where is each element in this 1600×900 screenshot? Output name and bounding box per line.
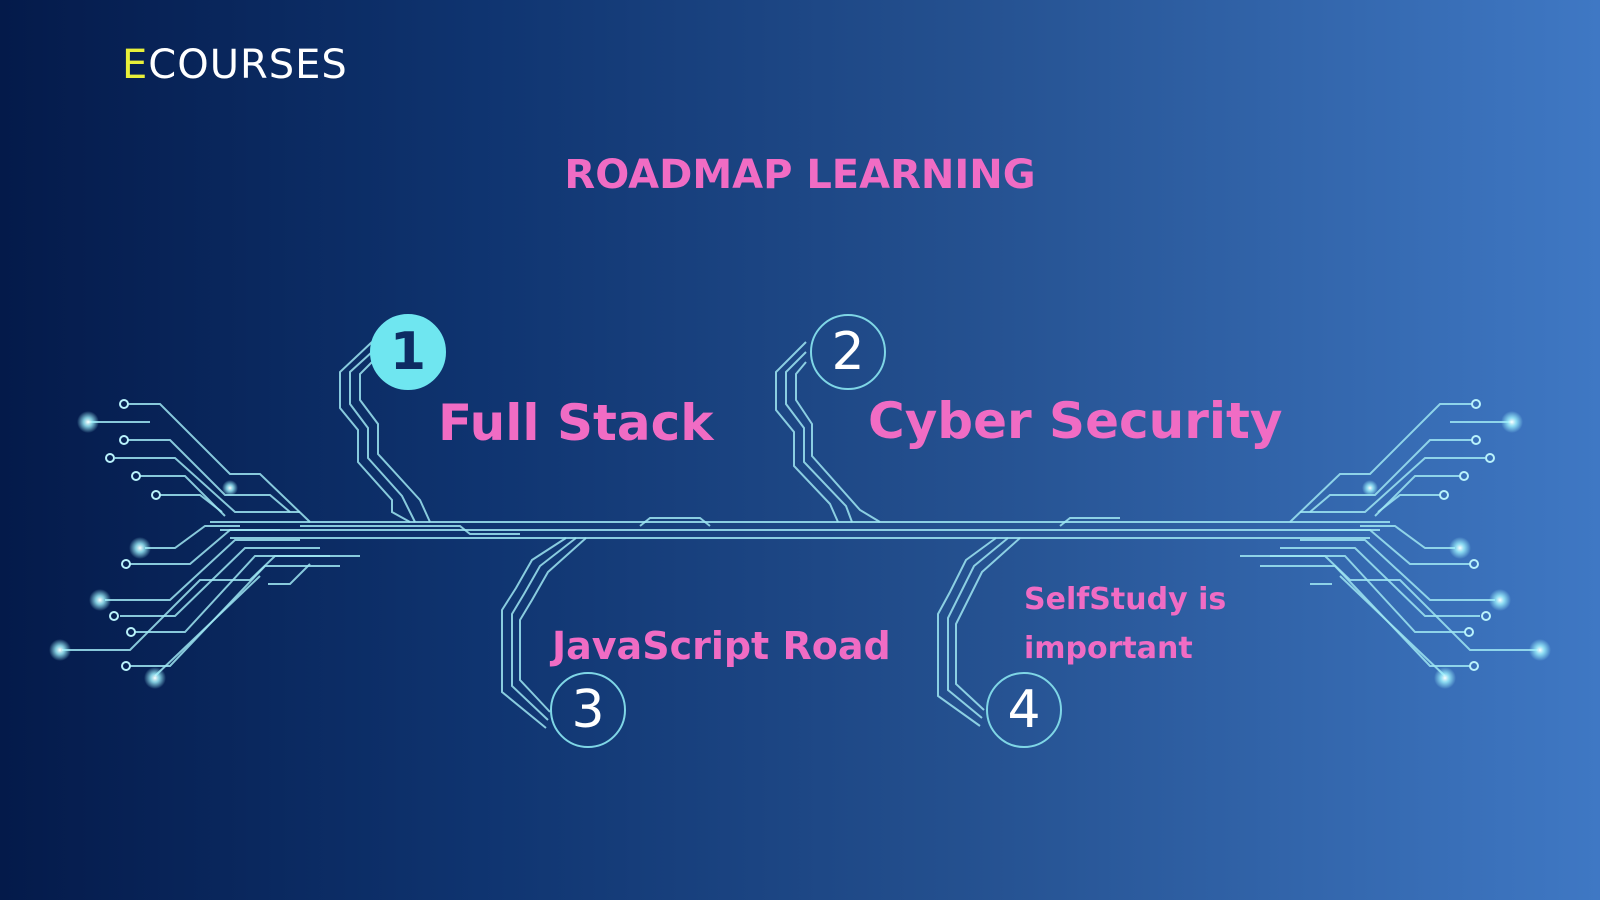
left-circuit-fan <box>62 403 360 677</box>
step-2-badge: 2 <box>810 314 886 390</box>
step-connectors <box>339 341 1021 729</box>
step-4-label: SelfStudy is important <box>1024 582 1227 666</box>
step-1-badge: 1 <box>370 314 446 390</box>
brand-logo-text: COURSES <box>148 42 348 88</box>
step-3-label: JavaScript Road <box>552 624 891 668</box>
right-circuit-fan <box>1240 403 1538 677</box>
step-4-badge: 4 <box>986 672 1062 748</box>
page-title: ROADMAP LEARNING <box>564 152 1036 198</box>
brand-logo-initial: E <box>122 42 149 88</box>
step-1-label: Full Stack <box>438 394 714 452</box>
circuit-terminal-dots <box>105 399 1495 671</box>
main-circuit-bus <box>210 517 1390 539</box>
circuit-glow-nodes <box>49 411 1551 689</box>
step-2-label: Cyber Security <box>868 392 1283 450</box>
step-3-badge: 3 <box>550 672 626 748</box>
brand-logo: ECOURSES <box>122 42 348 88</box>
